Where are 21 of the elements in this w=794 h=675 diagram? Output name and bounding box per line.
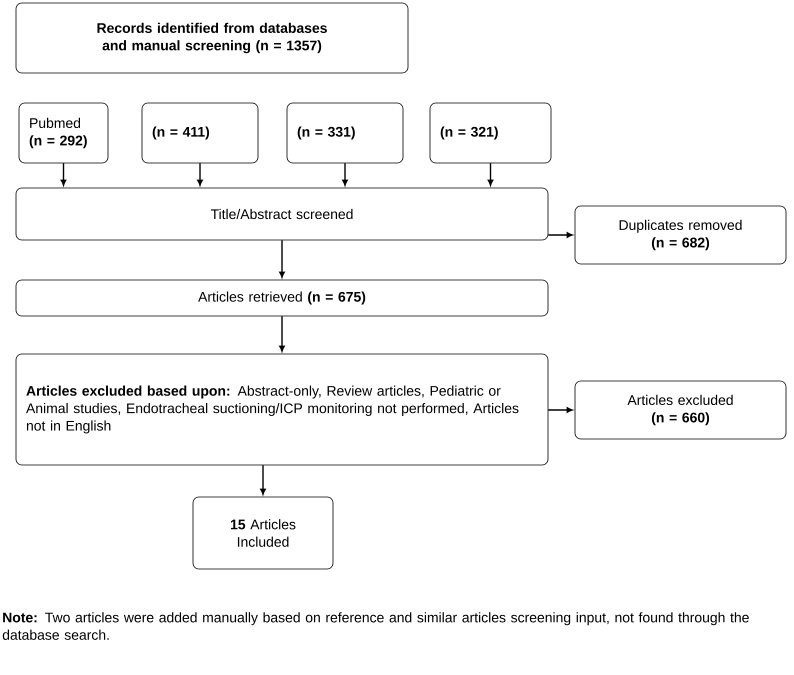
source-box: (n = 411)	[142, 102, 258, 164]
process-box: Articles excluded based upon: Abstract-only, Review articles, Pediatric or Animal studies, Endotracheal suctioning/ICP monitoring not performed, Articles not in English	[16, 354, 548, 466]
header-box: Records identified from databases and manual screening (n = 1357)	[16, 2, 408, 74]
result-box: Duplicates removed (n = 682)	[574, 206, 786, 264]
arrow	[260, 465, 266, 495]
arrow	[548, 232, 573, 238]
arrow	[60, 163, 66, 186]
source-box: (n = 321)	[430, 102, 552, 164]
source-box: Pubmed (n = 292)	[18, 102, 108, 164]
note-text: Note: Two articles were added manually based on reference and similar articles screening input, not found through the database search.	[2, 612, 749, 640]
process-box: Title/Abstract screened	[16, 188, 548, 240]
source-box: (n = 331)	[286, 102, 404, 164]
result-box: 15 Articles Included	[192, 496, 334, 570]
process-box: Articles retrieved (n = 675)	[16, 280, 548, 316]
arrow	[548, 407, 573, 413]
arrow	[279, 240, 285, 278]
arrow	[279, 316, 285, 352]
arrow	[488, 163, 494, 186]
arrow	[342, 163, 348, 186]
result-box: Articles excluded (n = 660)	[574, 380, 786, 440]
arrow	[197, 163, 203, 186]
